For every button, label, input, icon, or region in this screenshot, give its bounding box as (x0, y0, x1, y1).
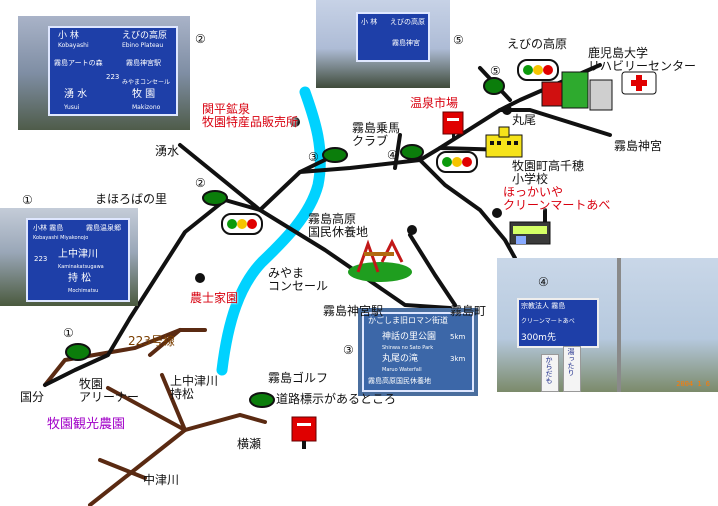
sign-text: Makizono (132, 104, 161, 111)
photo-sign-4: 宗教法人 霧島 クリーンマートあべ 300m先 湯ったり からだも 2004 1… (497, 258, 718, 392)
place-label: 霧島町 (450, 304, 487, 318)
sign-text: クリーンマートあべ (521, 318, 575, 325)
place-label: 丸尾 (512, 113, 537, 127)
sign-text: 霧島高原国民休養地 (368, 377, 431, 385)
banner-text: からだも (545, 356, 553, 384)
place-label: 国分 (20, 390, 45, 404)
sign-text: Yusui (64, 104, 80, 111)
post-box-icon (291, 416, 317, 449)
sign-text: Kobayashi Miyakonojo (33, 235, 89, 241)
road-sign: 小 林 えびの高原 霧島神宮 (356, 12, 430, 62)
sign-text: 小林 霧島 (33, 224, 64, 232)
place-label: 霧島神宮駅 (323, 304, 384, 318)
place-label: ほっかいや クリーンマートあべ (503, 185, 611, 212)
sign-text: 小 林 (361, 18, 378, 26)
marker-number-3: ③ (343, 343, 354, 357)
place-label: 関平鉱泉 牧園特産品販売所 (202, 102, 299, 129)
place-label: 霧島ゴルフ (268, 371, 329, 385)
road-sign: 小 林 えびの高原 Kobayashi Ebino Plateau 霧島アートの… (48, 26, 178, 116)
marker-number-3: ③ (308, 150, 319, 164)
marker-number-2: ② (195, 176, 206, 190)
banner: からだも (541, 354, 559, 392)
sign-text: 小 林 (58, 31, 79, 41)
pole (617, 258, 621, 392)
banner: 湯ったり (563, 346, 581, 392)
school-icon (485, 126, 523, 158)
point-marker-icon (195, 105, 512, 283)
sign-text: 丸尾の滝 (382, 354, 419, 364)
playground-icon (348, 238, 412, 282)
sign-text: 宗教法人 霧島 (521, 302, 566, 310)
marker-number-2: ② (195, 32, 206, 46)
sign-text: Ebino Plateau (122, 42, 164, 49)
route-223-road (43, 328, 267, 506)
road-label: 223号線 (128, 334, 175, 348)
road-sign: かごしま旧ロマン街道 神話の里公園 5km Shinwa no Sato Par… (362, 312, 474, 392)
place-label: 鹿児島大学 リハビリーセンター (588, 46, 697, 73)
photo-date-stamp: 2004 1 6 (676, 380, 710, 388)
sign-text: みやまコンセール (122, 79, 171, 86)
sign-board: 宗教法人 霧島 クリーンマートあべ 300m先 (517, 298, 599, 348)
place-label: 温泉市場 (410, 96, 459, 110)
road-sign: 小林 霧島 霧島温泉郷 Kobayashi Miyakonojo 223 上中津… (26, 218, 130, 302)
place-label: 霧島高原 国民休養地 (308, 212, 369, 239)
sign-text: 神話の里公園 (382, 332, 437, 342)
place-label: 横瀬 (237, 437, 262, 451)
place-label: 上中津川 持松 (170, 374, 219, 401)
sign-text: Shinwa no Sato Park (382, 345, 434, 351)
marker-number-1: ① (22, 193, 33, 207)
photo-sign-1: 小林 霧島 霧島温泉郷 Kobayashi Miyakonojo 223 上中津… (0, 208, 138, 306)
sign-text: 霧島神宮 (392, 39, 420, 47)
marker-number-5: ⑤ (490, 64, 501, 78)
traffic-signal-icon (517, 59, 559, 81)
marker-number-1: ① (63, 326, 74, 340)
hospital-icon (541, 71, 657, 111)
sign-text: 223 (106, 73, 120, 81)
place-label: 農士家園 (190, 291, 239, 305)
banner-text: 湯ったり (567, 348, 575, 376)
place-label: 湧水 (155, 144, 180, 158)
sign-text: 霧島アートの森 (54, 59, 103, 67)
sign-text: 湧 水 (64, 89, 88, 100)
traffic-signal-icon (221, 213, 263, 235)
sign-text: 霧島温泉郷 (86, 224, 121, 232)
post-box-icon (442, 111, 464, 140)
place-label: まほろばの里 (95, 192, 168, 206)
place-label: 牧園 アリーナー (79, 377, 140, 404)
marker-number-5: ⑤ (453, 33, 464, 47)
sign-text: えびの高原 (122, 31, 168, 41)
sign-text: Kaminakatsugawa (58, 264, 104, 270)
marker-number-4: ④ (538, 275, 549, 289)
photo-sign-2: 小 林 えびの高原 Kobayashi Ebino Plateau 霧島アートの… (18, 16, 190, 130)
photo-sign-5: 小 林 えびの高原 霧島神宮 (316, 0, 450, 88)
sign-text: 霧島神宮駅 (126, 59, 161, 67)
sign-text: 持 松 (68, 273, 92, 284)
photo-sign-3: かごしま旧ロマン街道 神話の里公園 5km Shinwa no Sato Par… (358, 308, 478, 396)
sign-text: Mochimatsu (68, 288, 99, 294)
traffic-signal-icon (436, 151, 478, 173)
sign-text: かごしま旧ロマン街道 (368, 316, 448, 325)
sign-text: 223 (34, 255, 48, 263)
sign-text: 5km (450, 333, 466, 341)
place-label: えびの高原 (507, 37, 568, 51)
legend-label: 道路標示があるところ (276, 392, 397, 406)
marker-number-4: ④ (387, 148, 398, 162)
place-label: 中津川 (143, 473, 180, 487)
sign-text: Kobayashi (58, 42, 89, 49)
place-label: 牧園町高千穂 小学校 (512, 159, 585, 186)
place-label: みやま コンセール (268, 266, 329, 293)
store-icon (509, 221, 551, 245)
place-label: 牧園観光農園 (47, 417, 126, 432)
sign-text: 300m先 (521, 333, 556, 343)
sign-text: 3km (450, 355, 466, 363)
sign-text: 牧 園 (132, 89, 156, 100)
sign-text: 上中津川 (58, 249, 98, 260)
place-label: 霧島乗馬 クラブ (352, 121, 401, 148)
sign-text: Maruo Waterfall (382, 367, 422, 373)
green-signal-dot-icon (65, 77, 505, 408)
place-label: 霧島神宮 (614, 139, 663, 153)
sign-text: えびの高原 (390, 18, 425, 26)
